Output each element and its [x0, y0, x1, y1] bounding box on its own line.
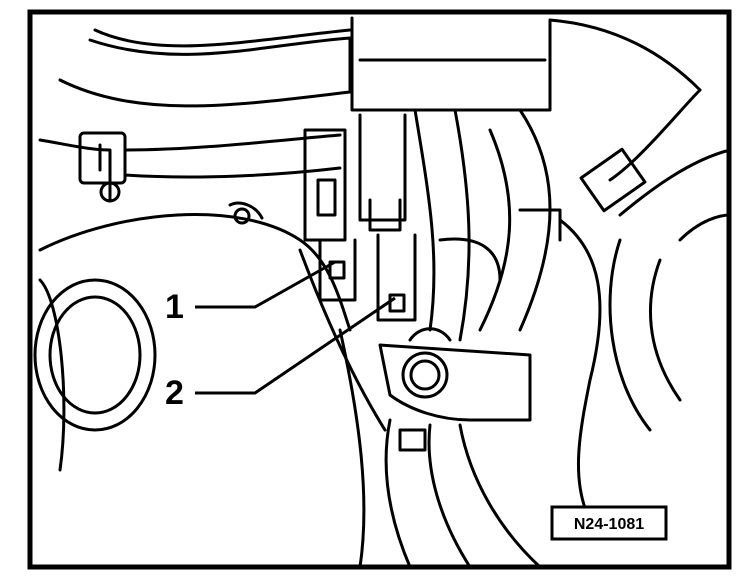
pipe-2: [358, 113, 407, 222]
clamp-bolt: [401, 351, 449, 399]
left-cable: [123, 133, 342, 152]
lower-hose-a: [384, 418, 412, 569]
clamp-bolt-top: [408, 327, 452, 342]
left-cap-outer: [33, 278, 157, 432]
left-connector: [78, 131, 127, 185]
clamp-bolt-head: [409, 359, 441, 391]
component-outlines: [33, 16, 732, 569]
right-cap-rim: [678, 213, 732, 242]
callout-1-label: 1: [165, 288, 184, 326]
upper-hose: [58, 36, 352, 108]
hose-clip: [438, 237, 502, 282]
top-housing-curve: [548, 18, 702, 92]
lower-hose-c: [458, 423, 542, 569]
hose-bracket: [518, 208, 562, 242]
pipe-1-band: [316, 178, 337, 217]
mount-screw: [233, 207, 251, 225]
pipe-1: [303, 128, 347, 242]
right-pipe-bottom: [618, 148, 732, 217]
hose-a: [413, 108, 436, 332]
right-cap-outer: [608, 238, 652, 432]
hose-b: [453, 108, 471, 342]
reference-code: N24-1081: [574, 516, 644, 533]
connector-2: [376, 233, 417, 322]
right-housing-edge: [558, 218, 602, 522]
leader-1: [195, 260, 336, 309]
right-cap-inner: [648, 258, 682, 402]
left-bracket: [38, 138, 112, 202]
center-housing-lower: [338, 328, 366, 569]
callout-2-label: 2: [165, 374, 184, 412]
lower-hose-sleeve: [398, 428, 427, 452]
lower-hose-b: [427, 423, 472, 569]
right-pipe-top: [608, 88, 702, 182]
top-housing: [350, 16, 552, 112]
callout-leaders: [195, 260, 396, 395]
leader-2: [195, 296, 396, 395]
pipe-2-band: [368, 198, 402, 232]
hose-clamp: [378, 343, 532, 422]
upper-hose-edge: [93, 28, 352, 48]
connector-1-latch: [328, 260, 346, 280]
left-cable-edge: [123, 166, 342, 179]
reference-code-box: [550, 505, 668, 541]
right-hose-clamp: [579, 147, 647, 213]
left-housing-side: [38, 278, 66, 472]
left-housing-top: [38, 213, 352, 332]
left-bracket-bolt: [99, 181, 121, 203]
left-cap-inner: [48, 295, 142, 415]
hose-c: [478, 128, 512, 332]
mount-screw-boss: [228, 201, 264, 220]
